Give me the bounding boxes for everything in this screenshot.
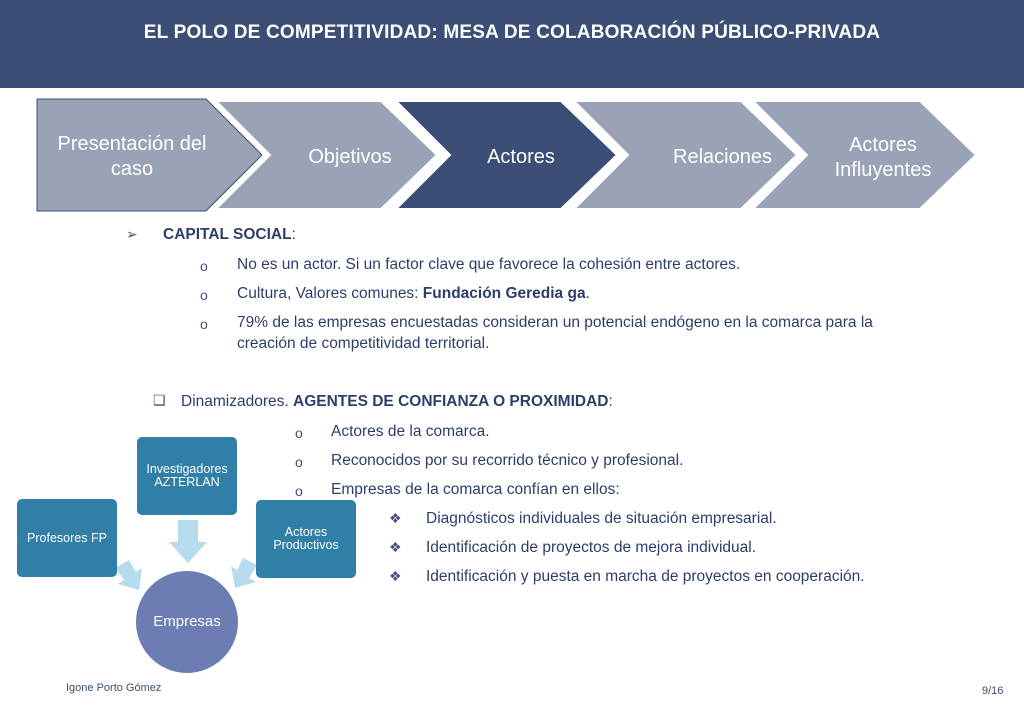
circle-bullet-icon: o: [295, 454, 303, 470]
chevron-step-4-label: Relaciones: [650, 145, 795, 170]
step-1-line2: caso: [110, 158, 154, 180]
capital-item-2-prefix: Cultura, Valores comunes:: [237, 285, 423, 302]
arrow-right-down-icon: [115, 560, 142, 590]
chevron-step-1-label: Presentación del caso: [42, 132, 222, 182]
page-title: EL POLO DE COMPETITIVIDAD: MESA DE COLAB…: [143, 22, 881, 43]
dinamizadores-bold: AGENTES DE CONFIANZA O PROXIMIDAD: [293, 393, 609, 410]
chevron-step-5-label: Actores Influyentes: [813, 133, 953, 183]
diagram-node-investigadores[interactable]: Investigadores AZTERLAN: [137, 437, 237, 515]
diagram-node-actores-productivos[interactable]: Actores Productivos: [256, 500, 356, 578]
dinamizadores-heading: Dinamizadores. AGENTES DE CONFIANZA O PR…: [181, 393, 613, 411]
node-actores-line1: Actores: [284, 525, 328, 539]
step-1-line1: Presentación del: [57, 133, 207, 155]
diagram-node-profesores[interactable]: Profesores FP: [17, 499, 117, 577]
node-profesores-line1: Profesores FP: [27, 530, 107, 545]
dinamizadores-colon: :: [608, 393, 613, 410]
chevron-step-3-label: Actores: [450, 145, 592, 170]
capital-item-1: No es un actor. Si un factor clave que f…: [237, 256, 741, 273]
capital-social-colon: :: [291, 226, 296, 243]
step-5-line2: Influyentes: [834, 159, 932, 181]
actors-diagram: [115, 520, 257, 675]
node-investigadores-line2: AZTERLAN: [154, 475, 220, 489]
header-bar: EL POLO DE COMPETITIVIDAD: MESA DE COLAB…: [0, 0, 1024, 88]
circle-bullet-icon: o: [200, 258, 208, 274]
capital-social-heading: CAPITAL SOCIAL:: [163, 226, 296, 244]
checkbox-bullet-icon: ❑: [153, 392, 166, 408]
dinamizadores-subitem-3: Identificación y puesta en marcha de pro…: [426, 568, 865, 585]
footer-page-number: 9/16: [982, 685, 1004, 697]
diamond-bullet-icon: ❖: [389, 510, 402, 526]
node-investigadores-line1: Investigadores: [146, 462, 228, 476]
circle-bullet-icon: o: [200, 316, 208, 332]
dinamizadores-prefix: Dinamizadores.: [181, 393, 293, 410]
chevron-step-5[interactable]: [750, 100, 978, 210]
circle-bullet-icon: o: [295, 483, 303, 499]
capital-item-2-suffix: .: [585, 285, 590, 302]
chevron-step-2[interactable]: [213, 100, 439, 210]
circle-bullet-icon: o: [295, 425, 303, 441]
dinamizadores-item-2: Reconocidos por su recorrido técnico y p…: [331, 452, 684, 469]
circle-bullet-icon: o: [200, 287, 208, 303]
step-4-line1: Relaciones: [673, 146, 772, 168]
diamond-bullet-icon: ❖: [389, 539, 402, 555]
chevron-step-4[interactable]: [571, 100, 799, 210]
step-3-line1: Actores: [487, 146, 555, 168]
dinamizadores-subitem-2: Identificación de proyectos de mejora in…: [426, 539, 756, 556]
node-actores-line2: Productivos: [273, 538, 339, 552]
capital-item-2: Cultura, Valores comunes: Fundación Gere…: [237, 285, 590, 303]
capital-item-2-bold: Fundación Geredia ga: [422, 285, 586, 302]
diamond-bullet-icon: ❖: [389, 568, 402, 584]
arrow-bullet-icon: ➢: [126, 226, 138, 242]
dinamizadores-subitem-1: Diagnósticos individuales de situación e…: [426, 510, 777, 527]
chevron-step-3[interactable]: [393, 100, 619, 210]
capital-item-3-line2: creación de competitividad territorial.: [237, 335, 490, 352]
dinamizadores-item-3: Empresas de la comarca confían en ellos:: [331, 481, 620, 498]
capital-item-3-line1: 79% de las empresas encuestadas consider…: [237, 314, 873, 331]
chevron-step-2-label: Objetivos: [280, 145, 420, 170]
process-chevrons: [36, 98, 978, 212]
arrow-down-icon: [169, 520, 207, 563]
footer-author: Igone Porto Gómez: [66, 682, 162, 694]
empresas-circle: [134, 569, 240, 675]
capital-social-title: CAPITAL SOCIAL: [163, 226, 292, 243]
step-5-line1: Actores: [849, 134, 917, 156]
diagram-center-label: Empresas: [153, 613, 221, 630]
arrow-left-down-icon: [231, 558, 257, 588]
dinamizadores-item-1: Actores de la comarca.: [331, 423, 490, 440]
chevron-step-1[interactable]: [36, 98, 263, 212]
step-2-line1: Objetivos: [308, 146, 392, 168]
